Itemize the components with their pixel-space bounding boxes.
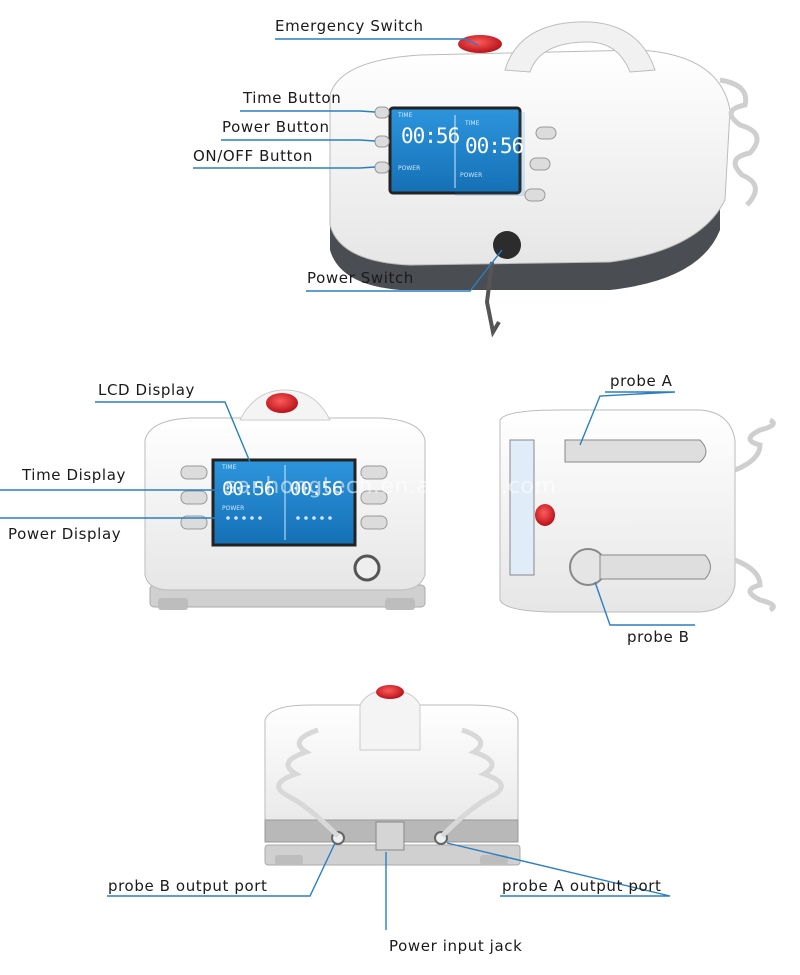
callout-power-switch: Power Switch bbox=[307, 269, 414, 287]
callout-lcd-display: LCD Display bbox=[98, 381, 196, 399]
back-emergency-switch bbox=[376, 685, 404, 699]
callout-power-display: Power Display bbox=[8, 525, 122, 543]
handle bbox=[504, 21, 656, 73]
power-switch-knob bbox=[493, 231, 521, 259]
watermark: sanhongtech.en.alibaba.com bbox=[225, 474, 557, 499]
lcd-time-label-left: TIME bbox=[398, 112, 413, 119]
power-input-jack bbox=[375, 821, 405, 851]
callout-probe-b-output-port: probe B output port bbox=[108, 877, 268, 895]
front-view bbox=[144, 389, 426, 610]
lcd-time-value-left: 00:56 bbox=[401, 124, 460, 148]
callout-time-button: Time Button bbox=[243, 89, 342, 107]
front-lcd-power-label: POWER bbox=[222, 505, 245, 512]
lcd-power-label-right: POWER bbox=[460, 172, 483, 179]
callout-time-display: Time Display bbox=[22, 466, 126, 484]
front-emergency-switch bbox=[266, 393, 298, 413]
callout-power-input-jack: Power input jack bbox=[389, 937, 523, 955]
callout-probe-a-output-port: probe A output port bbox=[502, 877, 662, 895]
top-view bbox=[499, 409, 776, 613]
lcd-power-label-left: POWER bbox=[398, 165, 421, 172]
callout-emergency-switch: Emergency Switch bbox=[275, 17, 424, 35]
key bbox=[484, 261, 501, 338]
lcd-time-label-right: TIME bbox=[465, 120, 480, 127]
leader-lines bbox=[0, 38, 695, 930]
top-emergency-switch bbox=[535, 504, 555, 526]
emergency-switch bbox=[458, 35, 502, 53]
back-view bbox=[264, 685, 521, 866]
coiled-cable bbox=[719, 77, 760, 207]
probe-b-body bbox=[599, 554, 711, 580]
device-body bbox=[329, 49, 731, 266]
callout-on-off-button: ON/OFF Button bbox=[193, 147, 313, 165]
callout-probe-b: probe B bbox=[627, 628, 690, 646]
front-power-switch bbox=[353, 554, 381, 582]
probe-a-body bbox=[564, 439, 707, 463]
front-lcd-time-value-right: 00:56 bbox=[290, 478, 343, 500]
front-lcd-time-label: TIME bbox=[222, 464, 237, 471]
front-lcd-time-value-left: 00:56 bbox=[222, 478, 275, 500]
callout-power-button: Power Button bbox=[222, 118, 330, 136]
lcd-time-value-right: 00:56 bbox=[465, 134, 524, 158]
callout-probe-a: probe A bbox=[610, 372, 673, 390]
front-lcd bbox=[211, 458, 357, 547]
perspective-view bbox=[329, 21, 760, 338]
